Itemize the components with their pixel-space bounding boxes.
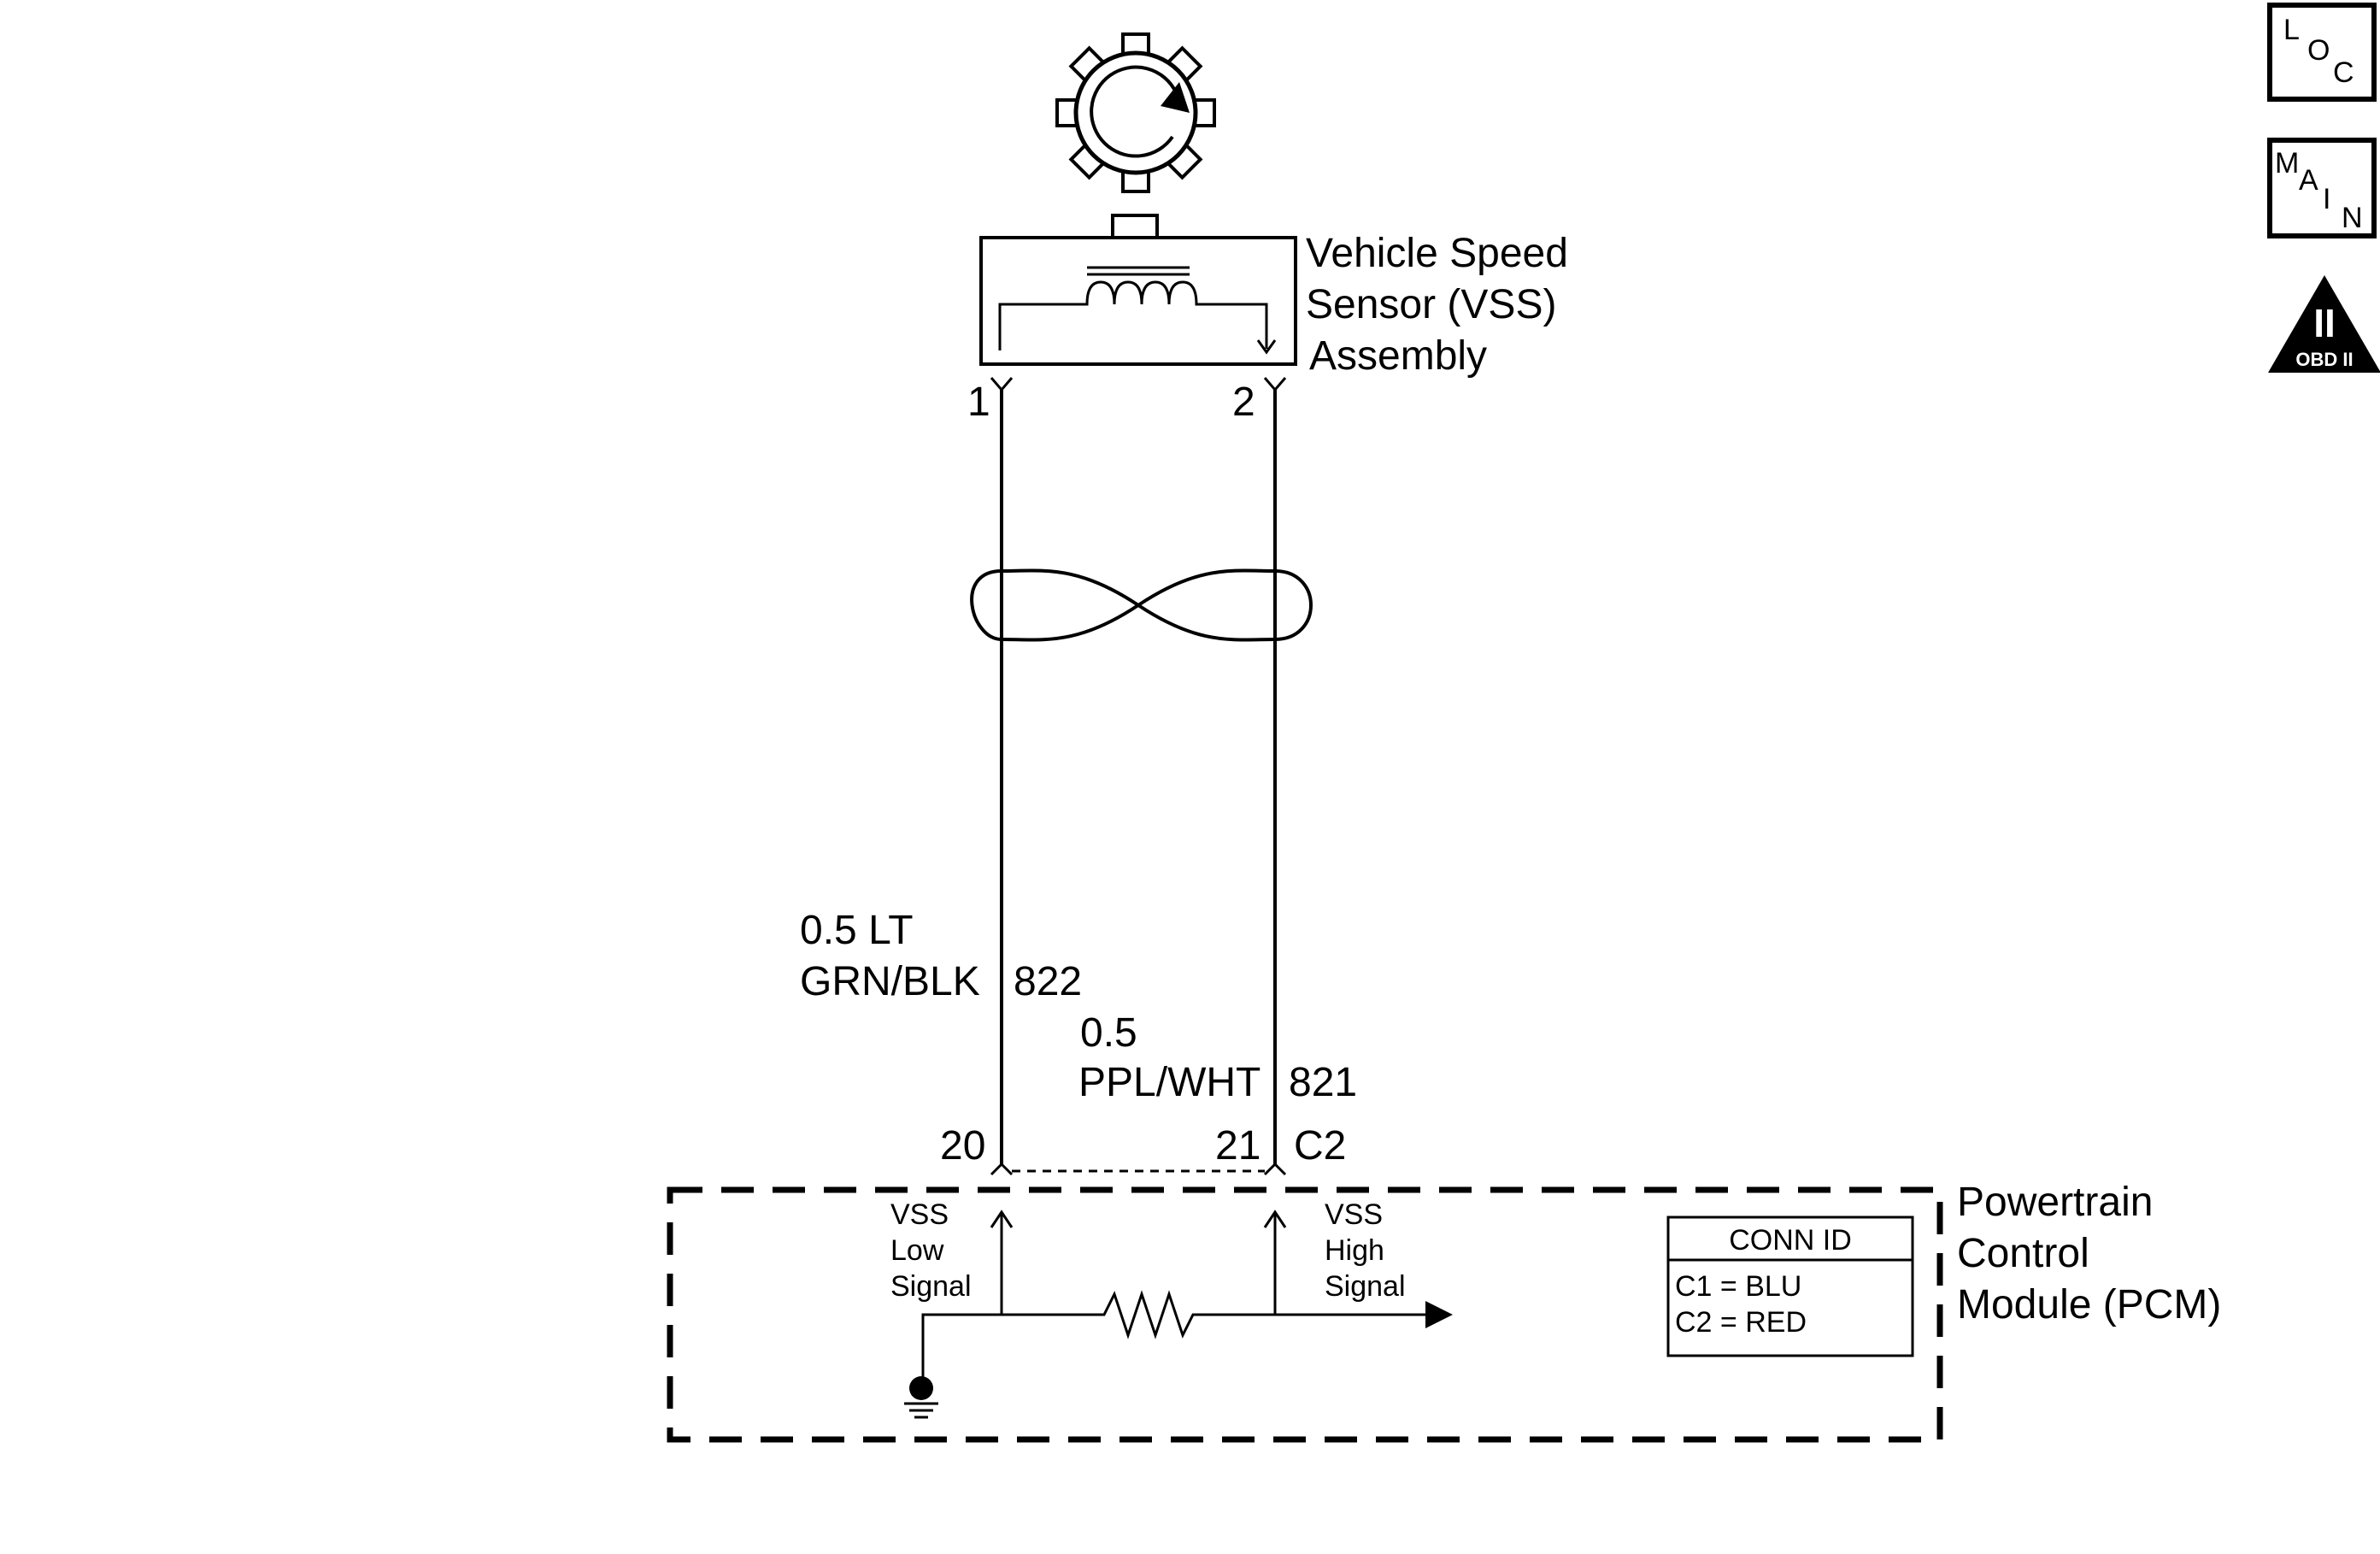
svg-text:L: L (2283, 14, 2300, 46)
pcm-name-line3: Module (PCM) (1957, 1282, 2221, 1327)
wire-high-circuit: 821 (1289, 1060, 1357, 1105)
pcm-name-line1: Powertrain (1957, 1180, 2153, 1225)
svg-text:O: O (2307, 34, 2330, 67)
loc-icon[interactable]: L O C (2267, 3, 2377, 102)
vss-high-label-3: Signal (1325, 1270, 1406, 1303)
svg-text:M: M (2275, 147, 2299, 180)
pcm-internal-circuit (921, 1210, 1453, 1383)
vss-sensor (979, 214, 1297, 392)
vss-high-label-2: High (1325, 1234, 1384, 1267)
main-icon[interactable]: M A I N (2267, 138, 2377, 238)
svg-text:C: C (2333, 56, 2354, 89)
sensor-pin-high: 2 (1232, 380, 1255, 425)
svg-text:II: II (2313, 301, 2336, 345)
reluctor-wheel-icon (1055, 32, 1216, 193)
pcm-pin-high: 21 (1215, 1123, 1261, 1168)
svg-text:I: I (2323, 183, 2330, 215)
pcm-connector (990, 1162, 1287, 1176)
pcm-connector-id: C2 (1294, 1123, 1346, 1168)
wire-low-circuit: 822 (1014, 959, 1082, 1004)
conn-id-row-1: C1 = BLU (1675, 1270, 1801, 1303)
wire-low-gauge: 0.5 LT (800, 908, 914, 953)
pcm-name-line2: Control (1957, 1231, 2089, 1276)
vss-low-label-2: Low (890, 1234, 944, 1267)
obd-ii-icon[interactable]: II OBD II (2268, 275, 2380, 373)
conn-id-row-2: C2 = RED (1675, 1306, 1807, 1339)
svg-text:A: A (2299, 164, 2318, 197)
vss-low-label-3: Signal (890, 1270, 972, 1303)
wire-high-color: PPL/WHT (1078, 1060, 1261, 1105)
sensor-name-line1: Vehicle Speed (1306, 231, 1568, 276)
pcm-pin-low: 20 (940, 1123, 985, 1168)
conn-id-table: CONN ID C1 = BLU C2 = RED (1666, 1216, 1914, 1357)
ground-icon (904, 1376, 938, 1419)
sensor-pin-low: 1 (967, 380, 990, 425)
twisted-pair-wires (970, 390, 1313, 1164)
wire-high-gauge: 0.5 (1080, 1010, 1137, 1056)
wire-low-color: GRN/BLK (800, 959, 980, 1004)
conn-id-title: CONN ID (1729, 1224, 1852, 1257)
vss-low-label-1: VSS (890, 1198, 949, 1231)
svg-text:OBD II: OBD II (2295, 349, 2353, 370)
sensor-name-line3: Assembly (1309, 333, 1487, 379)
sensor-name-line2: Sensor (VSS) (1306, 282, 1556, 327)
svg-text:N: N (2342, 202, 2363, 234)
vss-high-label-1: VSS (1325, 1198, 1383, 1231)
pcm-module-outline (667, 1186, 1943, 1443)
